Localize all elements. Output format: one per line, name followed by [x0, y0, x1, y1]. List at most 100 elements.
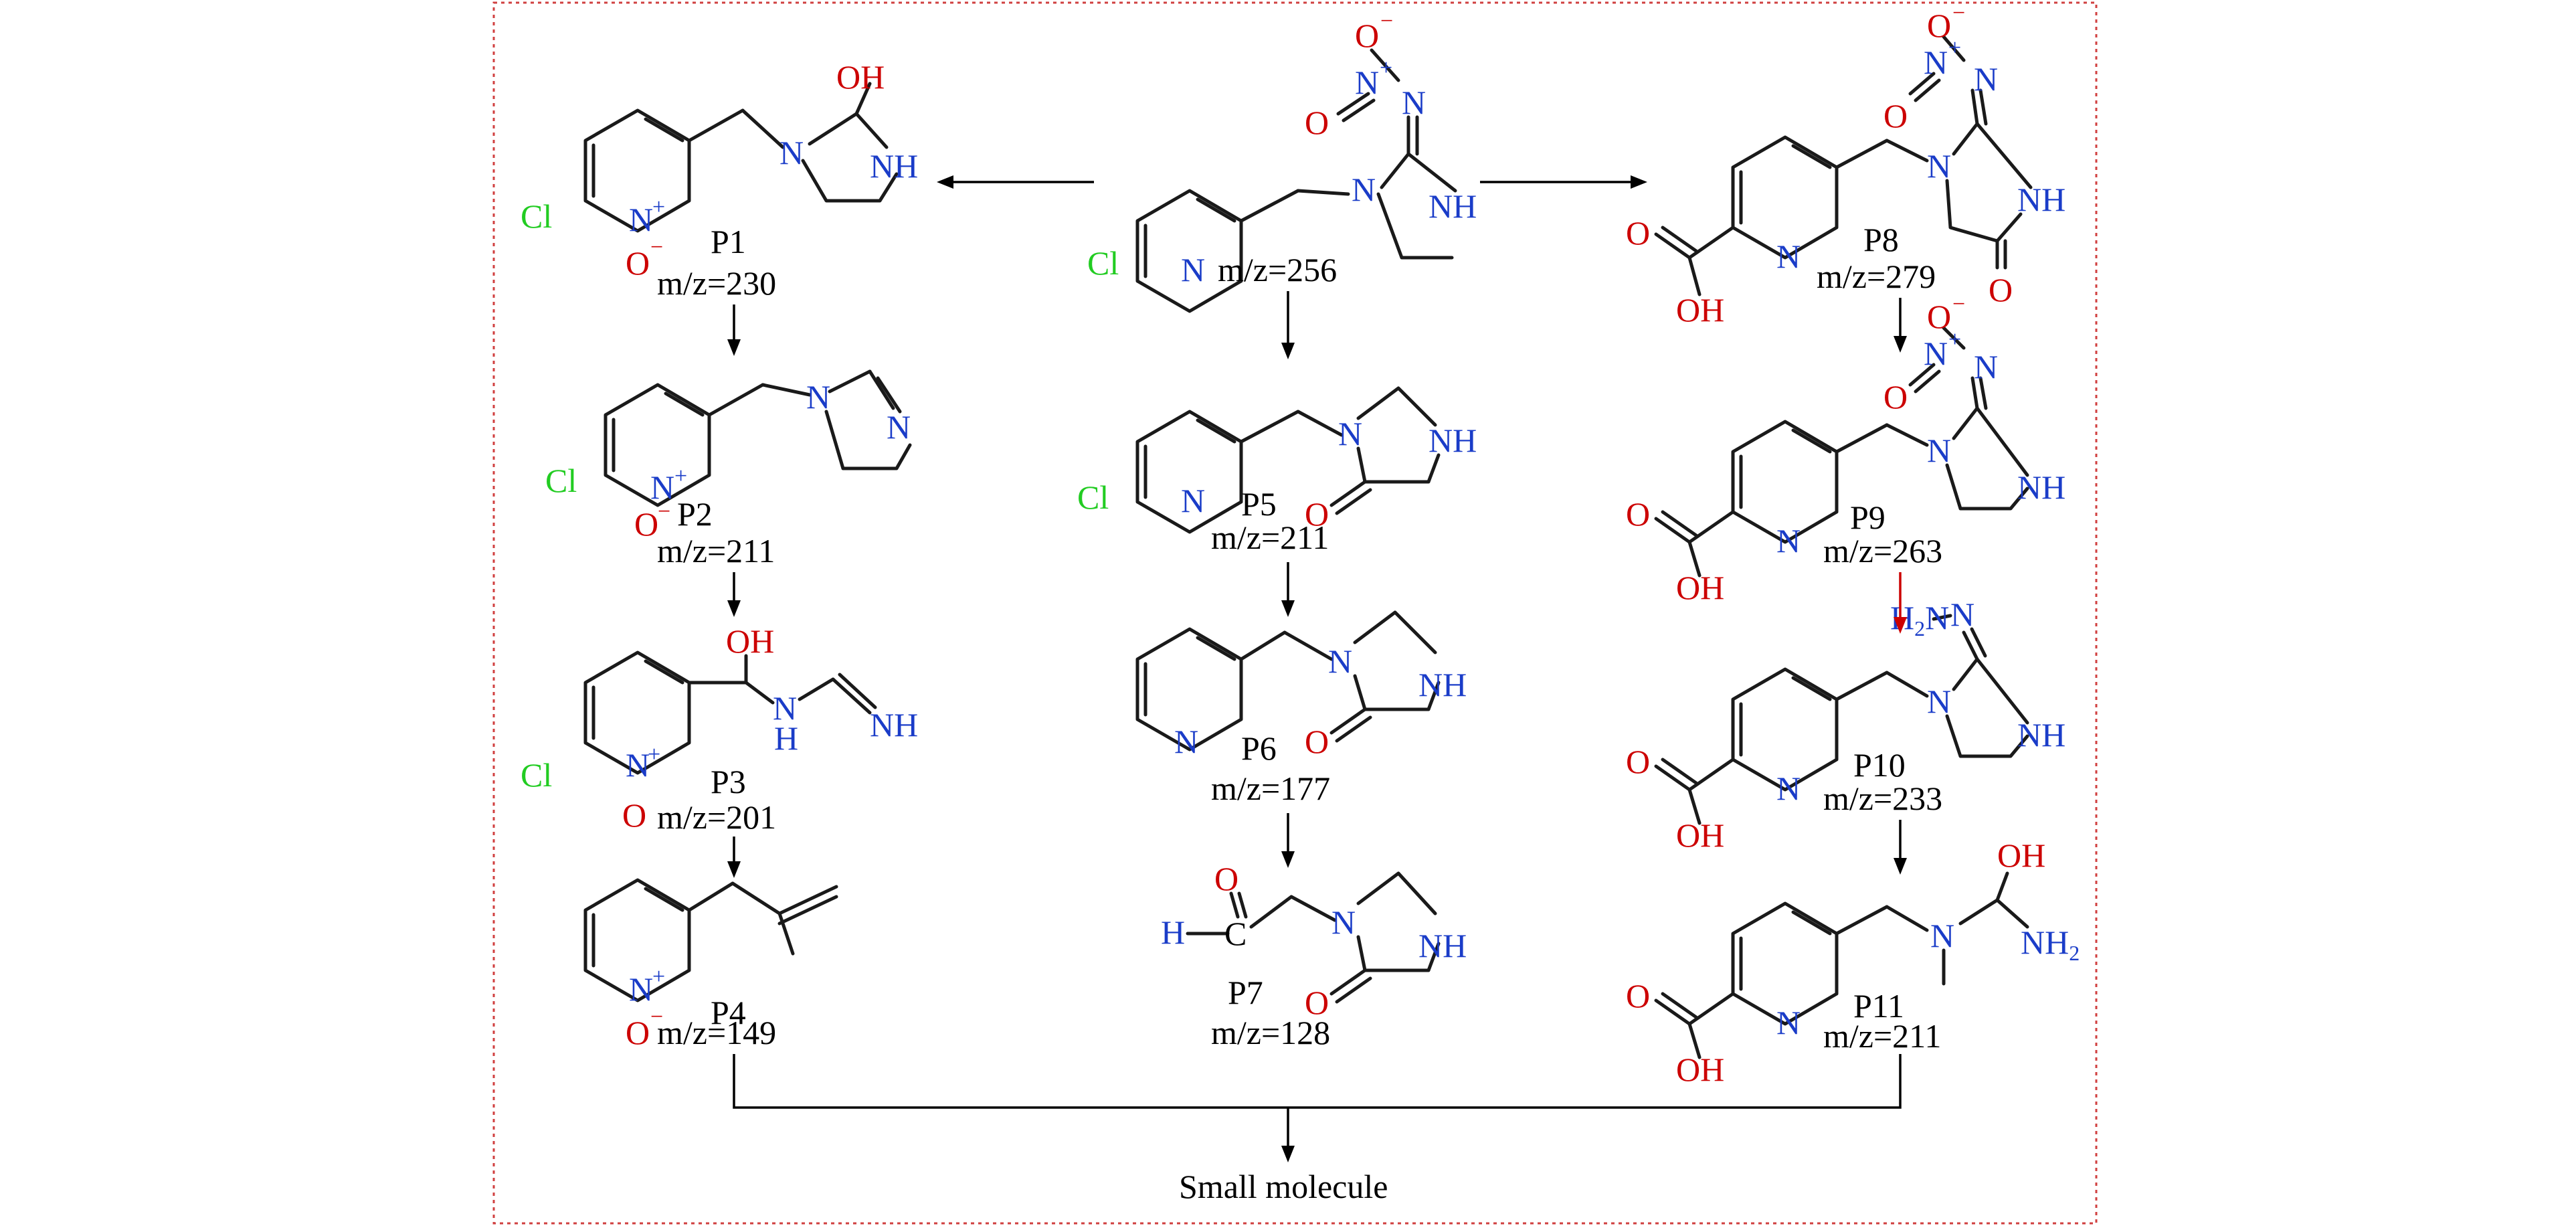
diagram-border — [492, 1, 2098, 1225]
p8-acid-oh-atom: OH — [1676, 291, 1724, 329]
p7-h-atom: H — [1161, 913, 1185, 951]
arrowhead-p9-to-p10 — [1894, 617, 1907, 634]
arrowhead-p6-to-p7 — [1281, 851, 1295, 868]
parent-o-atom-1: O — [1305, 104, 1329, 141]
p8-o-atom-2: O — [1927, 7, 1951, 44]
p10-h2n-atom: H2N — [1890, 599, 1949, 640]
p11-acid-oh-atom: OH — [1676, 1051, 1724, 1088]
arrowhead-to-small-molecule — [1281, 1146, 1295, 1162]
p4-o-atom: O — [626, 1014, 650, 1051]
p8-o-minus: − — [1952, 1, 1965, 25]
p6-mz-label: m/z=177 — [1211, 770, 1330, 807]
p5-nh-atom: NH — [1429, 422, 1477, 459]
p4-structure — [583, 878, 838, 1002]
p11-mz-label: m/z=211 — [1823, 1017, 1941, 1055]
p2-n-plus: + — [674, 464, 687, 489]
p9-name-label: P9 — [1850, 499, 1885, 536]
p9-acid-oh-atom: OH — [1676, 569, 1724, 606]
p8-acid-o-atom: O — [1626, 214, 1650, 252]
converge-line-left — [733, 1054, 1288, 1109]
p11-acid-o-atom: O — [1626, 977, 1650, 1015]
p2-structure — [604, 369, 912, 507]
p4-mz-label: m/z=149 — [657, 1014, 776, 1051]
p6-imid-n-atom: N — [1328, 642, 1352, 680]
p9-o-minus: − — [1952, 292, 1965, 317]
parent-nitro-n2-atom: N — [1355, 64, 1379, 101]
p8-nh-atom: NH — [2017, 181, 2065, 218]
p4-n-plus: + — [652, 964, 665, 989]
p2-o-minus: − — [658, 499, 670, 524]
p10-hydrazone-n-atom: N — [1950, 596, 1974, 633]
parent-structure — [1135, 48, 1457, 313]
p8-name-label: P8 — [1863, 221, 1899, 258]
small-molecule-label: Small molecule — [1179, 1168, 1388, 1205]
p5-o-atom: O — [1305, 495, 1329, 533]
p2-imid-n2-atom: N — [887, 408, 911, 446]
p9-ring-n-atom: N — [1776, 522, 1801, 559]
parent-o-minus: − — [1380, 9, 1393, 33]
p1-imid-n-atom: N — [779, 134, 804, 171]
p1-oh-atom: OH — [836, 58, 885, 96]
p11-ring-n-atom: N — [1776, 1004, 1801, 1041]
p3-cl-atom: Cl — [521, 756, 552, 794]
p11-structure — [1654, 871, 2029, 1059]
p10-acid-o-atom: O — [1626, 743, 1650, 780]
p2-name-label: P2 — [677, 495, 713, 533]
p9-o-atom-2: O — [1927, 298, 1951, 335]
p10-structure — [1654, 614, 2029, 825]
p3-structure — [583, 650, 877, 775]
p3-name-label: P3 — [711, 763, 746, 800]
p8-nitro-n-atom: N — [1974, 60, 1998, 98]
p11-nh2-atom: NH2 — [2021, 924, 2080, 965]
p2-imid-n1-atom: N — [806, 378, 830, 416]
arrowhead-p3-to-p4 — [727, 861, 741, 878]
parent-nitro-n-atom: N — [1402, 84, 1426, 121]
p7-c-atom: C — [1224, 915, 1247, 952]
p1-mz-label: m/z=230 — [657, 264, 776, 302]
p10-ring-n-atom: N — [1776, 770, 1801, 807]
arrowhead-parent-to-p5 — [1281, 343, 1295, 359]
p7-nh-atom: NH — [1418, 927, 1467, 964]
p3-ring-n-atom: N — [626, 746, 650, 784]
p9-acid-o-atom: O — [1626, 495, 1650, 533]
arrowhead-parent-to-p8 — [1631, 175, 1647, 189]
p9-o-atom-1: O — [1883, 378, 1908, 416]
p5-structure — [1135, 386, 1441, 534]
p1-n-plus: + — [652, 195, 665, 220]
p7-mz-label: m/z=128 — [1211, 1014, 1330, 1051]
p3-o-atom: O — [622, 796, 646, 834]
p6-ring-n-atom: N — [1174, 723, 1198, 760]
p3-nh-atom: NH — [870, 706, 918, 743]
p9-nitro-plus: + — [1948, 327, 1961, 352]
arrowhead-p1-to-p2 — [727, 339, 741, 356]
p10-mz-label: m/z=233 — [1823, 780, 1942, 817]
p9-nitro-n-atom: N — [1974, 348, 1998, 385]
p3-n-atom: N — [773, 689, 797, 727]
p5-name-label: P5 — [1241, 485, 1277, 523]
p7-structure — [1186, 871, 1441, 1004]
p6-o-atom: O — [1305, 723, 1329, 760]
p3-mz-label: m/z=201 — [657, 798, 776, 836]
parent-mz-label: m/z=256 — [1218, 251, 1337, 288]
p10-name-label: P10 — [1853, 746, 1906, 784]
p11-amine-n-atom: N — [1930, 917, 1954, 954]
converge-line-right — [1288, 1054, 1902, 1109]
p1-nh-atom: NH — [870, 147, 918, 185]
p6-name-label: P6 — [1241, 729, 1277, 767]
arrowhead-p8-to-p9 — [1894, 336, 1907, 353]
p6-structure — [1135, 610, 1441, 752]
p2-ring-n-atom: N — [650, 468, 674, 506]
arrowhead-p5-to-p6 — [1281, 600, 1295, 617]
p4-ring-n-atom: N — [629, 970, 653, 1008]
parent-imid-n-atom: N — [1352, 171, 1376, 208]
p9-nh-atom: NH — [2017, 468, 2065, 506]
p2-mz-label: m/z=211 — [657, 532, 775, 569]
p1-structure — [583, 82, 899, 233]
p10-acid-oh-atom: OH — [1676, 816, 1724, 854]
p5-imid-n-atom: N — [1338, 415, 1362, 452]
p9-structure — [1654, 326, 2029, 578]
p7-o-atom: O — [1305, 984, 1329, 1021]
p8-o-atom-1: O — [1883, 97, 1908, 135]
parent-o-atom-2: O — [1355, 17, 1379, 54]
